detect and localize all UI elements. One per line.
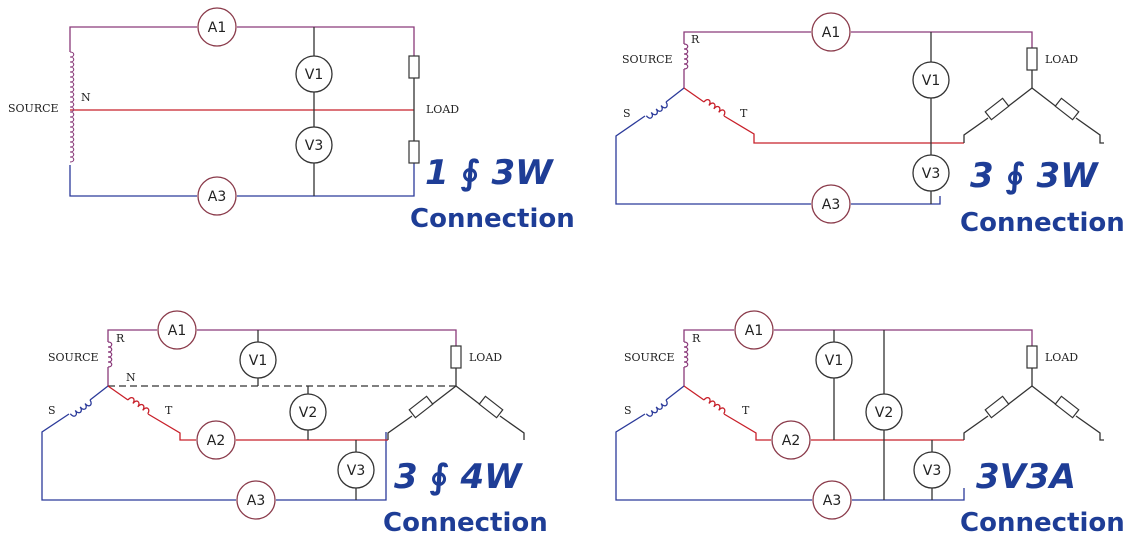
source-label: SOURCE <box>8 102 59 115</box>
source-label: SOURCE <box>624 351 675 364</box>
ammeter-a3 <box>197 176 237 216</box>
load-resistor <box>408 395 434 419</box>
source-coil-s <box>645 399 668 417</box>
diagram-2-connection: Connection <box>960 208 1125 238</box>
source-coil <box>69 51 75 163</box>
ammeter-a1-label: A1 <box>822 25 840 41</box>
diagram-3-connection: Connection <box>383 508 548 538</box>
ammeter-a1 <box>157 310 197 350</box>
neutral-label: N <box>81 91 91 104</box>
load-resistor <box>1054 97 1080 121</box>
voltmeter-v1 <box>295 55 333 93</box>
load-resistor <box>1026 47 1038 71</box>
phase-t-label: T <box>740 107 748 120</box>
diagram-3-title: 3 ∮ 4W <box>394 457 523 497</box>
voltmeter-v1-label: V1 <box>305 67 323 83</box>
ammeter-a3 <box>236 480 276 520</box>
ammeter-a2-label: A2 <box>207 433 225 449</box>
diagram-4-title: 3V3A <box>976 457 1076 497</box>
voltmeter-v1 <box>815 341 853 379</box>
diagram-1-title: 1 ∮ 3W <box>425 153 554 193</box>
source-coil-t <box>127 396 150 415</box>
phase-s-label: S <box>624 404 632 417</box>
source-label: SOURCE <box>48 351 99 364</box>
load-label: LOAD <box>1045 351 1078 364</box>
voltmeter-v1-label: V1 <box>825 353 843 369</box>
neutral-label: N <box>126 371 136 384</box>
source-coil-s <box>69 399 92 417</box>
voltmeter-v2-label: V2 <box>299 405 317 421</box>
ammeter-a1 <box>197 7 237 47</box>
diagram-1-connection: Connection <box>410 204 575 234</box>
ammeter-a3-label: A3 <box>822 197 840 213</box>
voltmeter-v1-label: V1 <box>249 353 267 369</box>
voltmeter-v1 <box>239 341 277 379</box>
phase-s-label: S <box>623 107 631 120</box>
load-resistor <box>478 395 504 419</box>
diagram-3p3w: A1 A3 V1 V3 SOURCE R S T LOAD 3 ∮ 3W Con… <box>615 12 1125 238</box>
diagram-3v3a: A1 A2 A3 V1 V2 V3 SOURCE R S T LOAD 3V3A… <box>615 310 1125 538</box>
load-resistor <box>984 395 1010 419</box>
ammeter-a2 <box>771 420 811 460</box>
diagram-2-title: 3 ∮ 3W <box>970 156 1099 196</box>
voltmeter-v1 <box>912 61 950 99</box>
voltmeter-v3 <box>295 126 333 164</box>
voltmeter-v3 <box>337 451 375 489</box>
load-resistor <box>1026 345 1038 369</box>
load-resistor <box>1054 395 1080 419</box>
voltmeter-v3-label: V3 <box>347 463 365 479</box>
voltmeter-v3-label: V3 <box>922 166 940 182</box>
ammeter-a1-label: A1 <box>168 323 186 339</box>
voltmeter-v2 <box>865 393 903 431</box>
load-resistor <box>408 55 420 79</box>
diagram-3p4w: A1 A2 A3 V1 V2 V3 SOURCE R N S T LOAD 3 … <box>41 310 548 538</box>
load-label: LOAD <box>426 103 459 116</box>
load-resistor <box>984 97 1010 121</box>
phase-r-label: R <box>691 33 700 46</box>
voltmeter-v3 <box>913 451 951 489</box>
source-coil-s <box>645 101 668 119</box>
voltmeter-v1-label: V1 <box>922 73 940 89</box>
ammeter-a1 <box>734 310 774 350</box>
voltmeter-v2-label: V2 <box>875 405 893 421</box>
source-label: SOURCE <box>622 53 673 66</box>
load-resistor <box>450 345 462 369</box>
ammeter-a2 <box>196 420 236 460</box>
load-label: LOAD <box>1045 53 1078 66</box>
load-label: LOAD <box>469 351 502 364</box>
source-coil-r <box>683 341 689 368</box>
voltmeter-v2 <box>289 393 327 431</box>
voltmeter-v3-label: V3 <box>305 138 323 154</box>
phase-r-label: R <box>116 332 125 345</box>
phase-t-label: T <box>742 404 750 417</box>
ammeter-a3-label: A3 <box>208 189 226 205</box>
ammeter-a3 <box>812 480 852 520</box>
source-coil-r <box>683 43 689 70</box>
ammeter-a2-label: A2 <box>782 433 800 449</box>
ammeter-a3-label: A3 <box>823 493 841 509</box>
voltmeter-v3 <box>912 154 950 192</box>
voltmeter-v3-label: V3 <box>923 463 941 479</box>
ammeter-a1-label: A1 <box>208 20 226 36</box>
phase-s-label: S <box>48 404 56 417</box>
source-coil-r <box>107 341 113 368</box>
phase-t-label: T <box>165 404 173 417</box>
load-resistor <box>408 140 420 164</box>
phase-r-label: R <box>692 332 701 345</box>
source-coil-t <box>703 396 726 415</box>
ammeter-a3-label: A3 <box>247 493 265 509</box>
ammeter-a1-label: A1 <box>745 323 763 339</box>
source-coil-t <box>703 98 726 117</box>
diagram-1p3w: A1 A3 V1 V3 SOURCE N LOAD 1 ∮ 3W Connect… <box>8 7 575 234</box>
diagram-4-connection: Connection <box>960 508 1125 538</box>
ammeter-a3 <box>811 184 851 224</box>
ammeter-a1 <box>811 12 851 52</box>
